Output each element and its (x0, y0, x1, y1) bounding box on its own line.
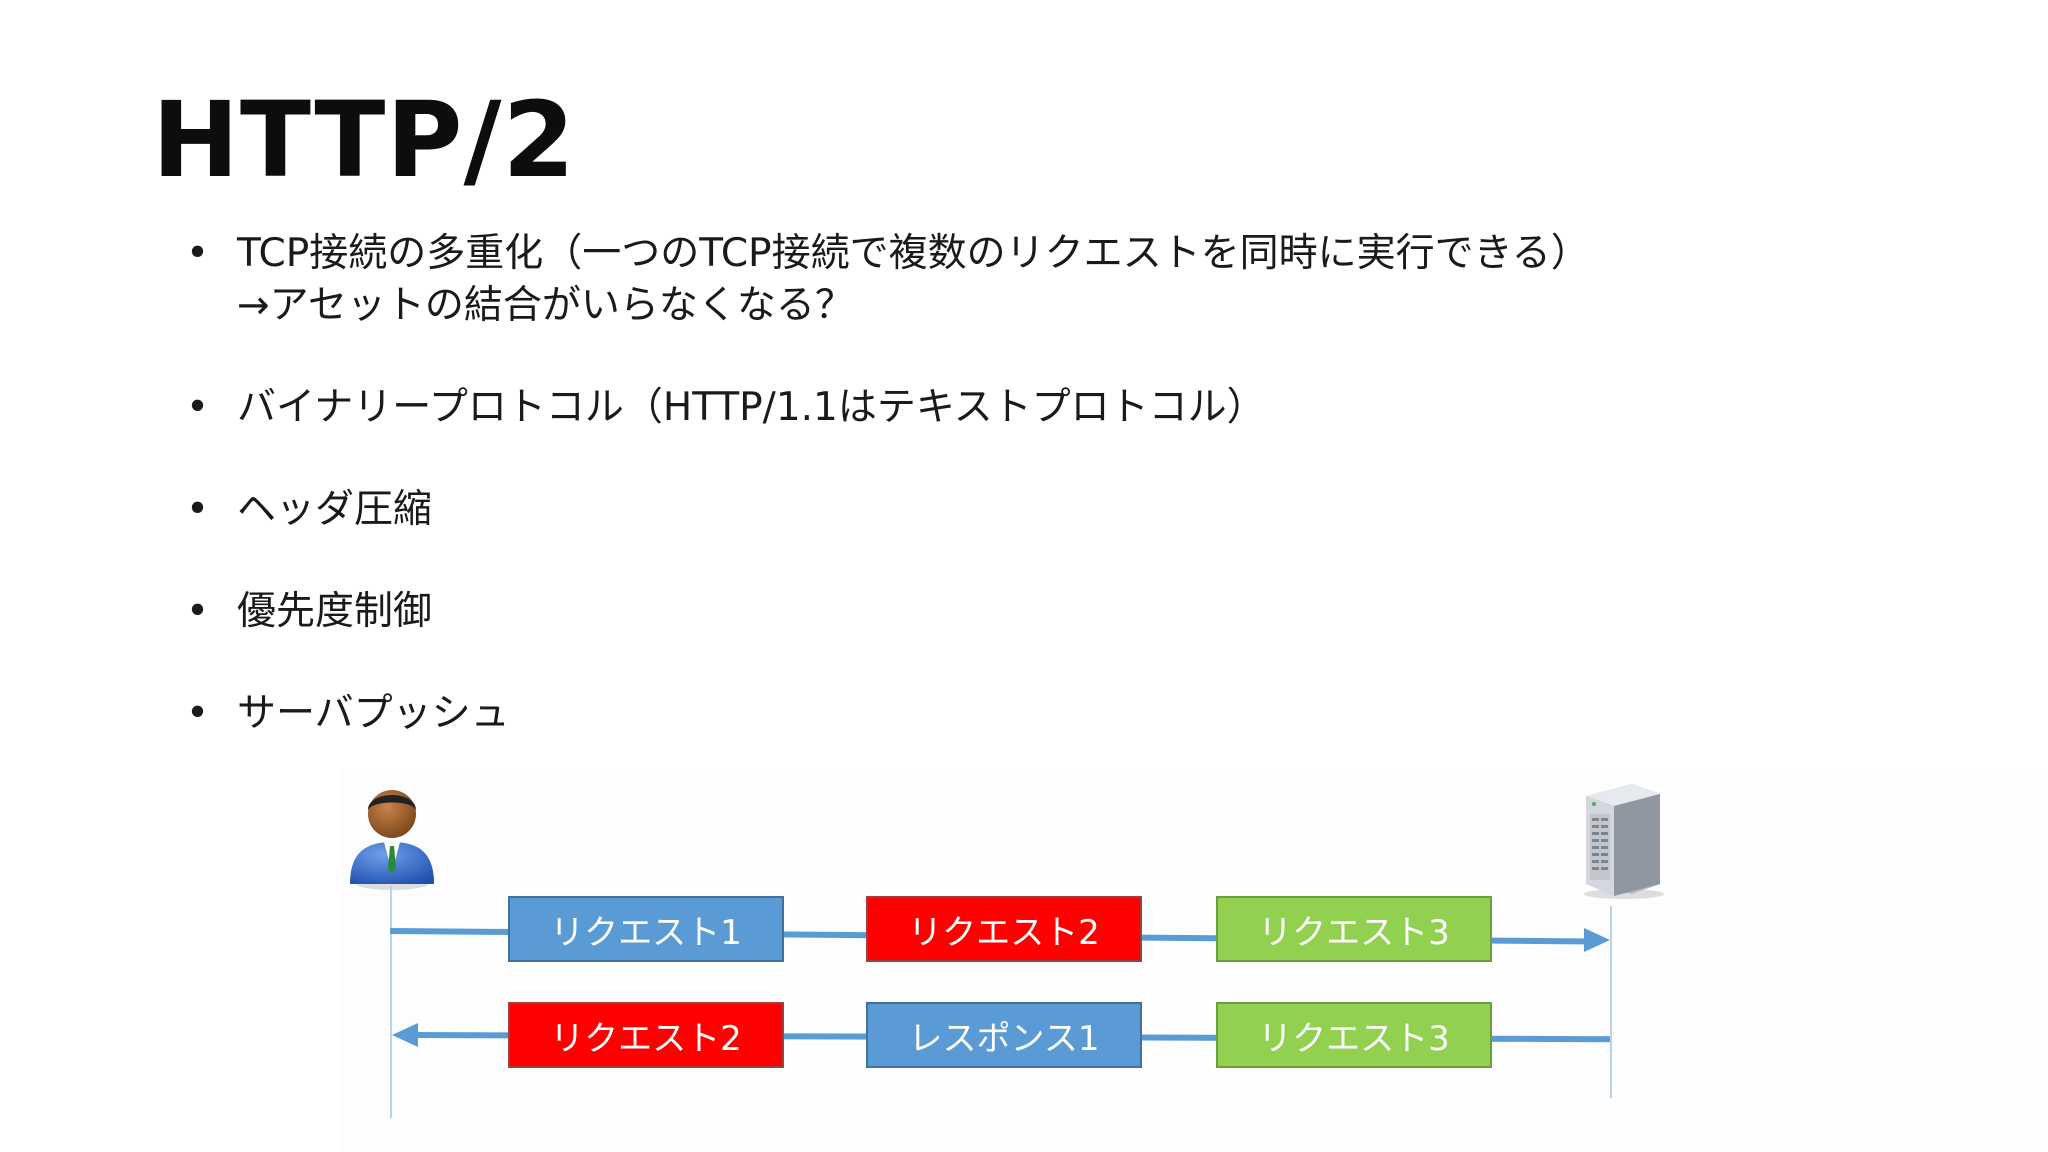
server-lifeline (1610, 906, 1612, 1098)
bullet-marker: • (186, 487, 210, 532)
response-box-2: レスポンス1 (866, 1002, 1142, 1068)
client-lifeline (390, 886, 392, 1118)
response-box-3: リクエスト3 (1216, 1002, 1492, 1068)
bullet-item-header-compression: • ヘッダ圧縮 (186, 484, 1886, 536)
bullet-item-priority: • 優先度制御 (186, 586, 1886, 638)
response-box-1: リクエスト2 (508, 1002, 784, 1068)
bullet-text: 優先度制御 (237, 589, 433, 634)
bullet-item-binary-protocol: • バイナリープロトコル（HTTP/1.1はテキストプロトコル） (186, 382, 1886, 434)
bullet-marker: • (186, 691, 210, 736)
bullet-text: ヘッダ圧縮 (237, 487, 433, 532)
request-arrowhead-icon (1584, 928, 1610, 952)
request-box-2: リクエスト2 (866, 896, 1142, 962)
bullet-item-multiplexing: • TCP接続の多重化（一つのTCP接続で複数のリクエストを同時に実行できる） … (186, 228, 1886, 332)
bullet-marker: • (186, 231, 210, 276)
bullet-list: • TCP接続の多重化（一つのTCP接続で複数のリクエストを同時に実行できる） … (186, 228, 1886, 790)
request-box-1: リクエスト1 (508, 896, 784, 962)
bullet-text: TCP接続の多重化（一つのTCP接続で複数のリクエストを同時に実行できる） (237, 231, 1590, 276)
server-icon (1584, 784, 1664, 899)
slide-title: HTTP/2 (152, 79, 576, 201)
request-box-3: リクエスト3 (1216, 896, 1492, 962)
response-arrowhead-icon (392, 1023, 418, 1047)
bullet-text: バイナリープロトコル（HTTP/1.1はテキストプロトコル） (237, 385, 1266, 430)
bullet-subtext: →アセットの結合がいらなくなる？ (237, 283, 854, 328)
bullet-marker: • (186, 385, 210, 430)
bullet-item-server-push: • サーバプッシュ (186, 688, 1886, 740)
bullet-text: サーバプッシュ (237, 691, 510, 736)
user-icon (350, 790, 434, 890)
bullet-marker: • (186, 589, 210, 634)
